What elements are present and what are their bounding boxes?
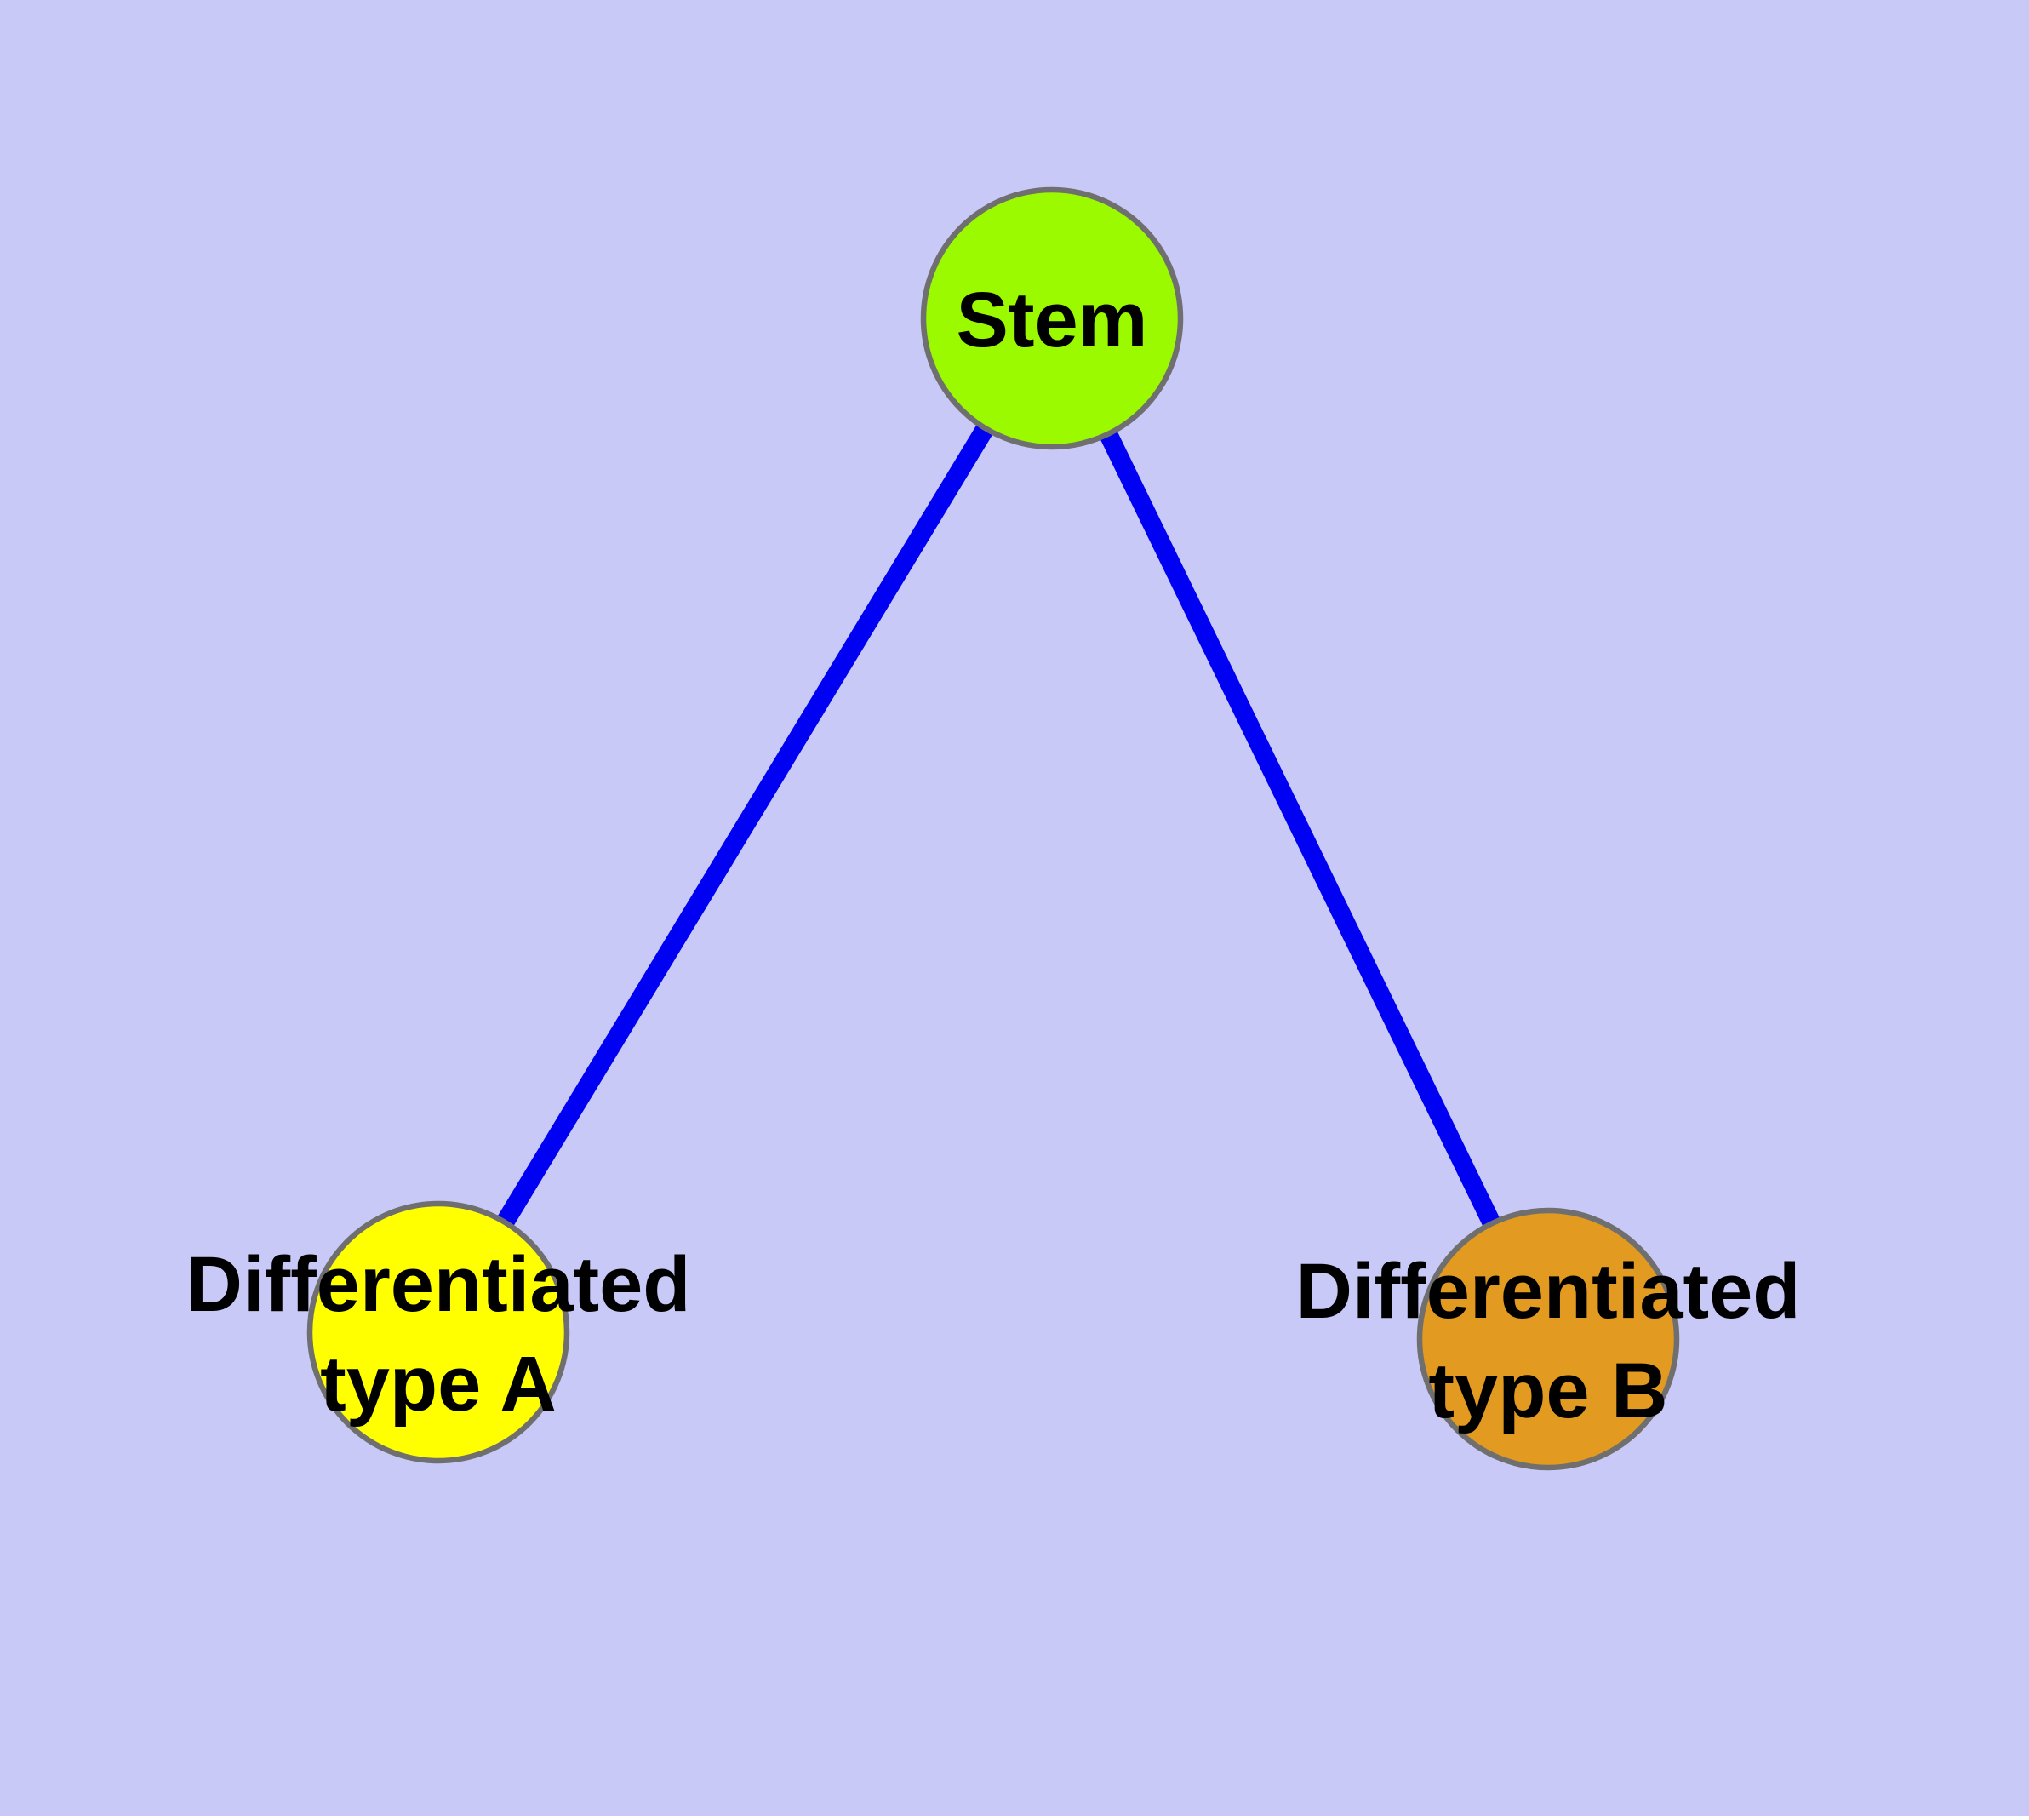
node-type-a-label-line1: Differentiated (186, 1241, 691, 1328)
node-type-a: Differentiated type A (186, 1200, 691, 1464)
edge-stem-to-type-a (430, 313, 1060, 1337)
node-type-b: Differentiated type B (1296, 1207, 1801, 1471)
node-type-b-label-line1: Differentiated (1296, 1248, 1801, 1335)
node-type-a-circle (306, 1200, 570, 1464)
node-stem-circle (920, 186, 1184, 450)
node-type-b-label-line2: type B (1428, 1348, 1667, 1434)
node-type-a-label-line2: type A (320, 1341, 557, 1428)
node-stem-label: Stem (957, 277, 1148, 363)
node-stem: Stem (920, 186, 1184, 450)
edge-stem-to-type-b (1043, 314, 1557, 1343)
node-type-b-circle (1416, 1207, 1680, 1471)
